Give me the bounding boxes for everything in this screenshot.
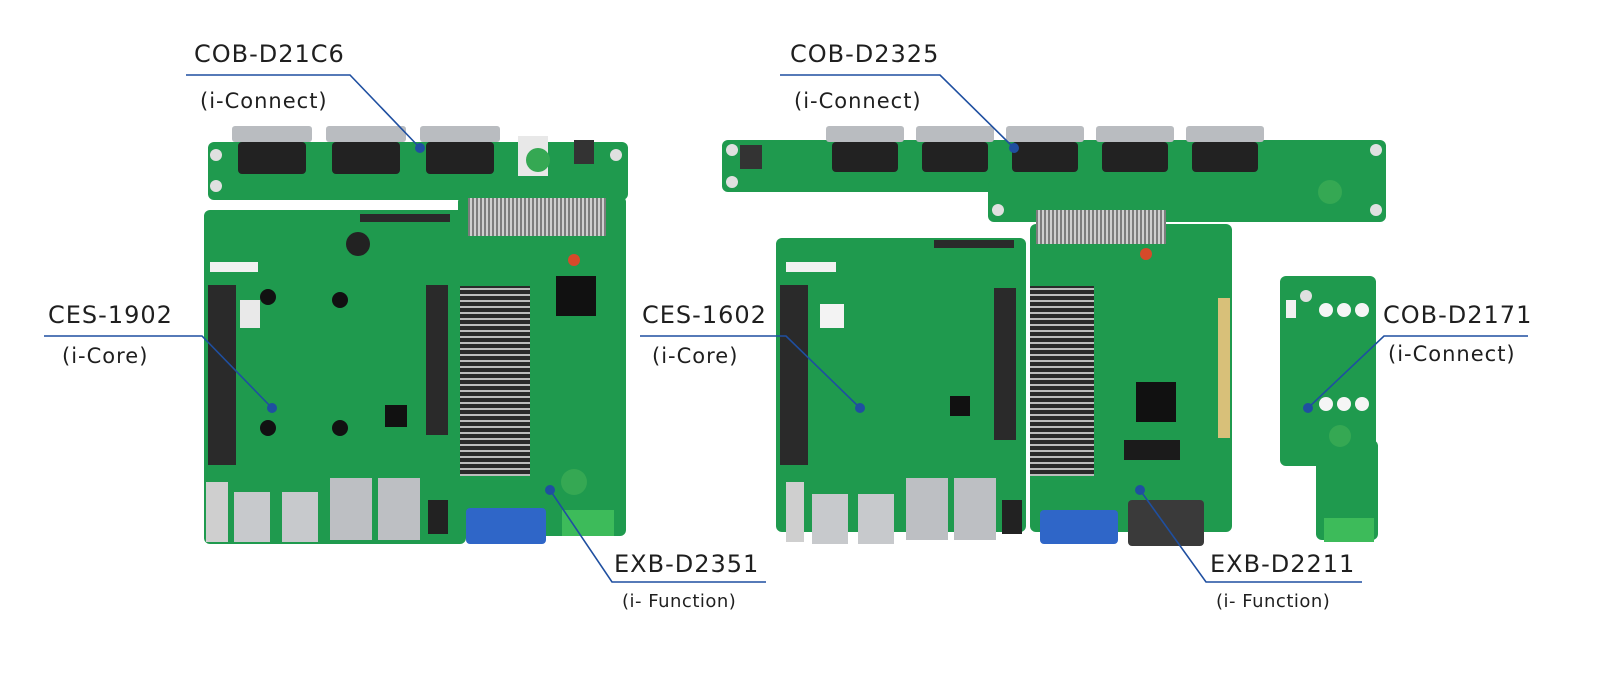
label-cob-d2325-name: COB-D2325 [790, 40, 940, 68]
label-exb-d2351-type: (i- Function) [622, 591, 737, 612]
dot-ces-1602 [855, 403, 865, 413]
leader-exb-d2351 [549, 489, 766, 583]
db9-connector-1 [232, 126, 312, 174]
db9-connector-2 [326, 126, 406, 174]
ces-1902-board [204, 210, 466, 544]
leader-cob-d2325 [780, 74, 1015, 149]
db9-connector-7 [1096, 126, 1174, 172]
label-ces-1902-type: (i-Core) [62, 344, 149, 368]
dot-cob-d2325 [1009, 143, 1019, 153]
label-exb-d2351-name: EXB-D2351 [614, 550, 760, 578]
label-exb-d2211-type: (i- Function) [1216, 591, 1331, 612]
exb-d2211-board [1030, 210, 1232, 532]
ces-1602-board [776, 238, 1026, 532]
leader-cob-d2171 [1307, 335, 1528, 409]
buzzer [526, 148, 550, 172]
db9-connector-6 [1006, 126, 1084, 172]
dot-exb-d2211 [1135, 485, 1145, 495]
leader-ces-1902 [44, 335, 273, 409]
label-cob-d21c6-type: (i-Connect) [200, 89, 328, 113]
rear-io-left [206, 478, 546, 544]
dot-cob-d21c6 [415, 143, 425, 153]
db9-connector-3 [420, 126, 500, 174]
leader-ces-1602 [640, 335, 861, 409]
db9-connector-5 [916, 126, 994, 172]
dot-exb-d2351 [545, 485, 555, 495]
label-ces-1902-name: CES-1902 [48, 301, 173, 329]
db9-connector-4 [826, 126, 904, 172]
label-cob-d2171-type: (i-Connect) [1388, 342, 1516, 366]
leader-exb-d2211 [1139, 489, 1362, 583]
cob-d2171-board [1280, 276, 1378, 542]
label-ces-1602-type: (i-Core) [652, 344, 739, 368]
dot-cob-d2171 [1303, 403, 1313, 413]
db9-connector-8 [1186, 126, 1264, 172]
label-cob-d21c6-name: COB-D21C6 [194, 40, 345, 68]
dot-ces-1902 [267, 403, 277, 413]
label-cob-d2325-type: (i-Connect) [794, 89, 922, 113]
leader-cob-d21c6 [186, 74, 421, 149]
leader-lines [44, 74, 1528, 583]
label-cob-d2171-name: COB-D2171 [1383, 301, 1533, 329]
exb-d2351-board [458, 196, 626, 536]
leader-dots [267, 143, 1313, 495]
dc-jack [574, 140, 594, 164]
label-ces-1602-name: CES-1602 [642, 301, 767, 329]
label-exb-d2211-name: EXB-D2211 [1210, 550, 1356, 578]
rear-io-right [786, 478, 1204, 546]
